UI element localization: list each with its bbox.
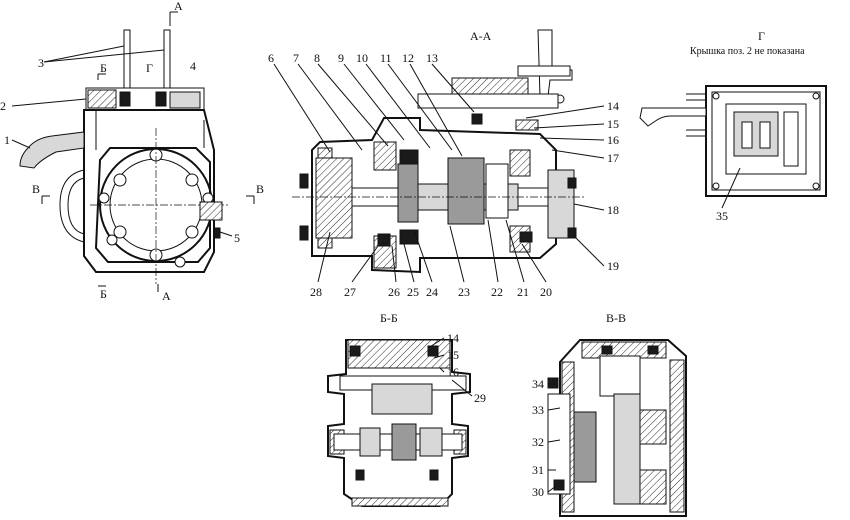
section-mark-v-right: В <box>256 182 264 196</box>
callout-22: 22 <box>491 285 503 299</box>
section-bb: Б-Б 14 15 16 29 <box>327 311 486 507</box>
section-vv-title: В-В <box>606 311 626 325</box>
section-mark-a-top: А <box>174 0 183 13</box>
view-g: Г Крышка поз. 2 не показана 35 <box>639 29 827 223</box>
section-mark-g: Г <box>146 61 153 75</box>
view-g-title: Г <box>758 29 765 43</box>
callout-19: 19 <box>607 259 619 273</box>
callout-20: 20 <box>540 285 552 299</box>
section-mark-b-bottom: Б <box>100 287 107 301</box>
callout-33: 33 <box>532 403 544 417</box>
callout-26: 26 <box>388 285 400 299</box>
callout-25: 25 <box>407 285 419 299</box>
callout-6: 6 <box>268 51 274 65</box>
section-bb-title: Б-Б <box>380 311 398 325</box>
callout-8: 8 <box>314 51 320 65</box>
callout-12: 12 <box>402 51 414 65</box>
callout-9: 9 <box>338 51 344 65</box>
callout-1: 1 <box>4 133 10 147</box>
section-mark-v-left: В <box>32 182 40 196</box>
section-vv: В-В 34 33 32 31 30 <box>532 311 687 517</box>
callout-27: 27 <box>344 285 356 299</box>
main-view: 3 2 1 4 5 А А В В Б Б Г <box>0 0 264 303</box>
view-g-note: Крышка поз. 2 не показана <box>690 46 805 57</box>
callout-5: 5 <box>234 231 240 245</box>
callout-28: 28 <box>310 285 322 299</box>
callout-14-bb: 14 <box>447 331 459 345</box>
callout-21: 21 <box>517 285 529 299</box>
callout-32: 32 <box>532 435 544 449</box>
callout-29: 29 <box>474 391 486 405</box>
callout-30: 30 <box>532 485 544 499</box>
section-mark-a-bottom: А <box>162 289 171 303</box>
callout-10: 10 <box>356 51 368 65</box>
callout-3: 3 <box>38 56 44 70</box>
callout-24: 24 <box>426 285 438 299</box>
callout-13: 13 <box>426 51 438 65</box>
callout-31: 31 <box>532 463 544 477</box>
callout-16: 16 <box>607 133 619 147</box>
callout-35: 35 <box>716 209 728 223</box>
callout-14: 14 <box>607 99 619 113</box>
callout-2: 2 <box>0 99 6 113</box>
callout-34: 34 <box>532 377 544 391</box>
callout-4: 4 <box>190 59 196 73</box>
section-mark-b-left: Б <box>100 61 107 75</box>
callout-17: 17 <box>607 151 619 165</box>
callout-11: 11 <box>380 51 392 65</box>
callout-15: 15 <box>607 117 619 131</box>
callout-7: 7 <box>293 51 299 65</box>
callout-16-bb: 16 <box>447 365 459 379</box>
callout-15-bb: 15 <box>447 348 459 362</box>
section-aa-title: А-А <box>470 29 492 43</box>
callout-18: 18 <box>607 203 619 217</box>
section-aa: А-А <box>268 29 619 299</box>
callout-23: 23 <box>458 285 470 299</box>
